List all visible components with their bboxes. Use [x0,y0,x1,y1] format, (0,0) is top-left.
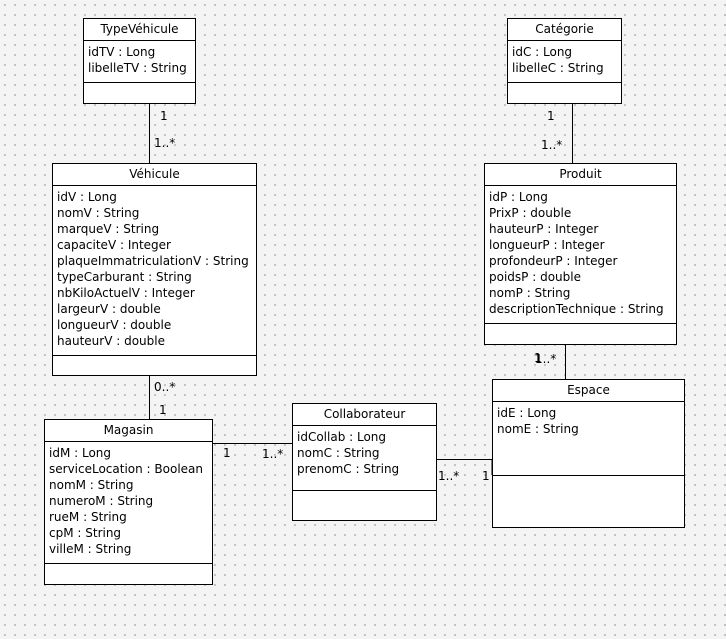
class-vehicule[interactable]: Véhicule idV : Long nomV : String marque… [52,163,257,376]
attribute-list: idV : Long nomV : String marqueV : Strin… [53,186,256,356]
attribute: longueurV : double [57,318,172,332]
class-name: Magasin [45,420,212,442]
multiplicity-vehicule-end: 1..* [154,136,176,150]
attribute: rueM : String [49,510,127,524]
attribute-list: idC : Long libelleC : String [508,41,621,83]
multiplicity-magasin-vehicule-end: 1 [159,403,167,417]
multiplicity-produit-end: 1..* [541,138,563,152]
attribute: longueurP : Integer [489,238,605,252]
class-name: TypeVéhicule [84,19,195,41]
attribute: typeCarburant : String [57,270,192,284]
attribute: nbKiloActuelV : Integer [57,286,195,300]
class-name: Espace [493,380,684,402]
multiplicity-categorie-end: 1 [547,109,555,123]
multiplicity-espace-end: 1 [482,469,490,483]
attribute: idC : Long [512,45,573,59]
multiplicity-vehicule-magasin-end: 0..* [154,380,176,394]
multiplicity-collaborateur-espace-end: 1..* [438,469,460,483]
attribute: poidsP : double [489,270,581,284]
attribute-list: idM : Long serviceLocation : Boolean nom… [45,442,212,564]
class-name: Produit [485,164,676,186]
attribute: capaciteV : Integer [57,238,171,252]
attribute: hauteurV : double [57,334,165,348]
attribute: libelleTV : String [88,61,187,75]
class-magasin[interactable]: Magasin idM : Long serviceLocation : Boo… [44,419,213,585]
attribute: PrixP : double [489,206,572,220]
attribute: prenomC : String [297,462,400,476]
attribute: nomC : String [297,446,380,460]
attribute: marqueV : String [57,222,160,236]
class-name: Véhicule [53,164,256,186]
attribute: villeM : String [49,542,132,556]
attribute: idV : Long [57,190,117,204]
class-produit[interactable]: Produit idP : Long PrixP : double hauteu… [484,163,677,345]
attribute: cpM : String [49,526,122,540]
multiplicity-produit-espace-end2: 1..* [535,352,557,366]
attribute: hauteurP : Integer [489,222,599,236]
multiplicity-magasin-end: 1 [223,446,231,460]
class-categorie[interactable]: Catégorie idC : Long libelleC : String [507,18,622,104]
multiplicity-produit-espace-end1: 1 [534,351,542,365]
attribute-list: idTV : Long libelleTV : String [84,41,195,83]
attribute: idM : Long [49,446,112,460]
class-collaborateur[interactable]: Collaborateur idCollab : Long nomC : Str… [292,403,437,521]
attribute-list: idCollab : Long nomC : String prenomC : … [293,426,436,491]
class-name: Catégorie [508,19,621,41]
class-espace[interactable]: Espace idE : Long nomE : String [492,379,685,528]
attribute: profondeurP : Integer [489,254,618,268]
multiplicity-typevehicule-end: 1 [160,109,168,123]
attribute: largeurV : double [57,302,161,316]
attribute: descriptionTechnique : String [489,302,664,316]
attribute: numeroM : String [49,494,154,508]
class-name: Collaborateur [293,404,436,426]
attribute: plaqueImmatriculationV : String [57,254,249,268]
attribute: libelleC : String [512,61,604,75]
attribute: idP : Long [489,190,548,204]
attribute: nomM : String [49,478,134,492]
class-typevehicule[interactable]: TypeVéhicule idTV : Long libelleTV : Str… [83,18,196,104]
attribute: idTV : Long [88,45,156,59]
multiplicity-collaborateur-end: 1..* [262,447,284,461]
attribute: idE : Long [497,406,557,420]
attribute: serviceLocation : Boolean [49,462,204,476]
attribute: nomE : String [497,422,579,436]
attribute: nomV : String [57,206,140,220]
attribute-list: idP : Long PrixP : double hauteurP : Int… [485,186,676,324]
attribute: nomP : String [489,286,571,300]
attribute: idCollab : Long [297,430,387,444]
attribute-list: idE : Long nomE : String [493,402,684,476]
